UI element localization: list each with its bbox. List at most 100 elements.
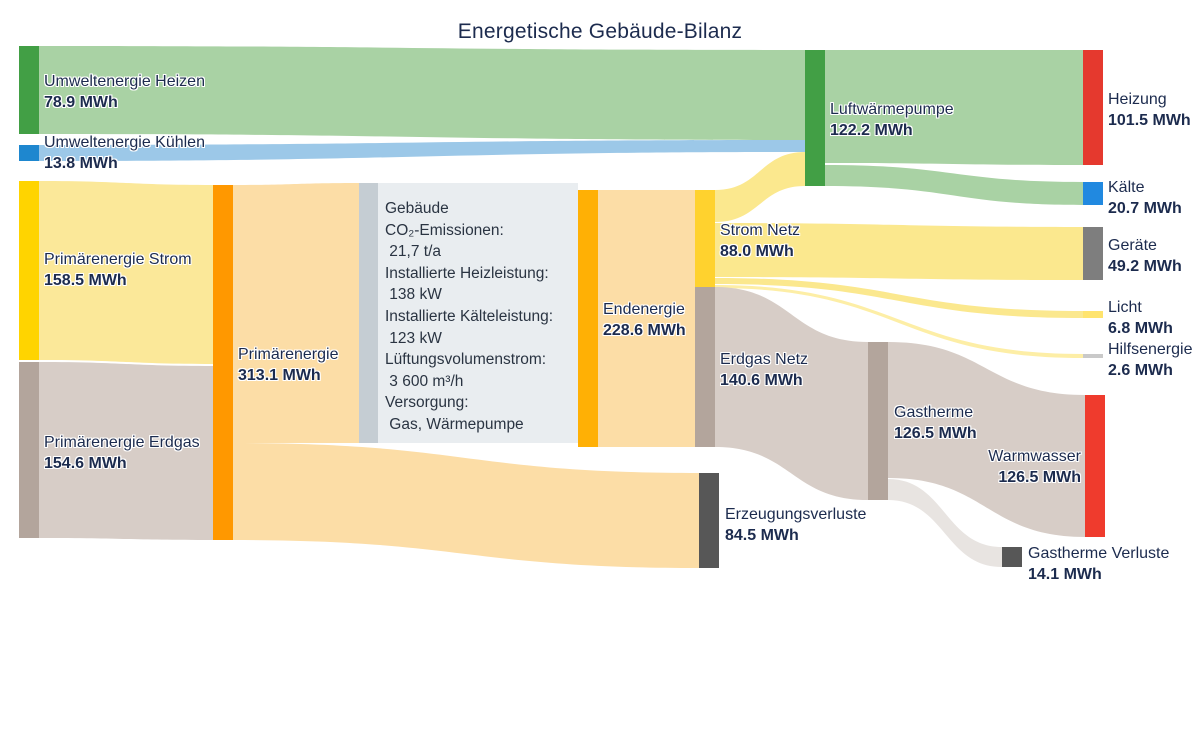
flow-strom-netz-to-luftwaermepumpe — [715, 152, 805, 222]
flow-endenergie-to-strom-netz — [598, 190, 695, 287]
node-kaelte — [1083, 182, 1103, 205]
label-erdgas-netz: Erdgas Netz 140.6 MWh — [720, 349, 808, 391]
label-gastherme: Gastherme 126.5 MWh — [894, 402, 977, 444]
label-value: 20.7 MWh — [1108, 200, 1182, 217]
label-text: Gastherme — [894, 404, 974, 421]
label-text: Kälte — [1108, 179, 1145, 196]
label-umweltenergie-heizen: Umweltenergie Heizen 78.9 MWh — [44, 71, 205, 113]
label-licht: Licht 6.8 MWh — [1108, 297, 1173, 339]
label-text: Warmwasser — [988, 448, 1081, 465]
node-licht — [1083, 311, 1103, 318]
label-value: 158.5 MWh — [44, 272, 127, 289]
label-text: Licht — [1108, 299, 1142, 316]
label-text: Erdgas Netz — [720, 351, 809, 368]
label-hilfsenergie: Hilfsenergie 2.6 MWh — [1108, 339, 1192, 381]
label-value: 126.5 MWh — [998, 469, 1081, 486]
info-line: Installierte Kälteleistung: — [385, 307, 554, 325]
info-line: Lüftungsvolumenstrom: — [385, 351, 547, 369]
label-value: 101.5 MWh — [1108, 112, 1191, 129]
node-warmwasser — [1085, 395, 1105, 537]
node-geraete — [1083, 227, 1103, 280]
label-text: Geräte — [1108, 237, 1157, 254]
node-endenergie — [578, 190, 598, 447]
label-endenergie: Endenergie 228.6 MWh — [603, 299, 686, 341]
flow-strom-netz-to-hilfsenergie — [715, 285, 1083, 358]
label-value: 122.2 MWh — [830, 122, 913, 139]
info-line: Gebäude — [385, 200, 449, 217]
flow-luftwaermepumpe-to-kaelte — [825, 165, 1083, 205]
node-gastherme-verluste — [1002, 547, 1022, 567]
label-value: 313.1 MWh — [238, 367, 321, 384]
node-luftwaermepumpe — [805, 50, 825, 186]
node-primaerenergie — [213, 185, 233, 540]
label-text: Primärenergie — [238, 346, 339, 363]
flow-strom-netz-to-geraete — [715, 223, 1083, 280]
label-value: 140.6 MWh — [720, 372, 803, 389]
label-value: 154.6 MWh — [44, 455, 127, 472]
label-primaerenergie-strom: Primärenergie Strom 158.5 MWh — [44, 249, 192, 291]
flow-luftwaermepumpe-to-heizung — [825, 50, 1083, 165]
flow-strom-netz-to-licht — [715, 278, 1083, 318]
label-primaerenergie: Primärenergie 313.1 MWh — [238, 344, 338, 386]
flow-gastherme-to-warmwasser — [888, 342, 1085, 537]
label-primaerenergie-erdgas: Primärenergie Erdgas 154.6 MWh — [44, 432, 200, 474]
label-text: Primärenergie Strom — [44, 251, 192, 268]
flow-primaerenergie-to-gebaeude — [233, 183, 359, 443]
label-value: 49.2 MWh — [1108, 258, 1182, 275]
node-hilfsenergie — [1083, 354, 1103, 358]
label-value: 2.6 MWh — [1108, 362, 1173, 379]
label-text: Primärenergie Erdgas — [44, 434, 200, 451]
chart-title: Energetische Gebäude-Bilanz — [457, 20, 743, 43]
label-warmwasser: Warmwasser 126.5 MWh — [988, 446, 1081, 488]
label-value: 126.5 MWh — [894, 425, 977, 442]
node-umweltenergie-kuehlen — [19, 145, 39, 161]
info-line: Installierte Heizleistung: — [385, 264, 549, 282]
node-heizung — [1083, 50, 1103, 165]
label-kaelte: Kälte 20.7 MWh — [1108, 177, 1182, 219]
label-text: Umweltenergie Kühlen — [44, 134, 205, 151]
label-text: Luftwärmepumpe — [830, 101, 954, 118]
label-text: Hilfsenergie — [1108, 341, 1193, 358]
info-line: 21,7 t/a — [385, 243, 442, 261]
node-erdgas-netz — [695, 287, 715, 447]
info-line: 3 600 m³/h — [385, 372, 464, 390]
label-text: Gastherme Verluste — [1028, 545, 1170, 562]
node-gebaeude — [359, 183, 379, 443]
flow-primaerenergie-erdgas-to-primaerenergie — [39, 362, 213, 540]
label-value: 84.5 MWh — [725, 527, 799, 544]
flow-primaerenergie-to-erzeugungsverluste — [233, 443, 699, 568]
info-line: Versorgung: — [385, 394, 469, 412]
label-strom-netz: Strom Netz 88.0 MWh — [720, 220, 800, 262]
node-umweltenergie-heizen — [19, 46, 39, 134]
label-text: Strom Netz — [720, 222, 801, 239]
node-gastherme — [868, 342, 888, 500]
label-value: 78.9 MWh — [44, 94, 118, 111]
node-strom-netz — [695, 190, 715, 287]
flow-umweltenergie-kuehlen-to-luftwaermepumpe — [39, 140, 805, 161]
label-value: 88.0 MWh — [720, 243, 794, 260]
info-line: CO₂-Emissionen: — [385, 221, 504, 239]
info-line: 138 kW — [385, 286, 442, 304]
label-text: Endenergie — [603, 301, 685, 318]
node-primaerenergie-erdgas — [19, 362, 39, 538]
label-value: 14.1 MWh — [1028, 566, 1102, 583]
label-value: 228.6 MWh — [603, 322, 686, 339]
flow-erdgas-netz-to-gastherme — [715, 287, 868, 500]
node-primaerenergie-strom — [19, 181, 39, 360]
label-heizung: Heizung 101.5 MWh — [1108, 89, 1191, 131]
label-luftwaermepumpe: Luftwärmepumpe 122.2 MWh — [830, 99, 954, 141]
label-text: Umweltenergie Heizen — [44, 73, 205, 90]
node-erzeugungsverluste — [699, 473, 719, 568]
info-line: 123 kW — [385, 329, 442, 347]
flow-primaerenergie-strom-to-primaerenergie — [39, 181, 213, 364]
label-gastherme-verluste: Gastherme Verluste 14.1 MWh — [1028, 543, 1169, 585]
label-text: Heizung — [1108, 91, 1167, 108]
label-value: 6.8 MWh — [1108, 320, 1173, 337]
flow-endenergie-to-erdgas-netz — [598, 287, 695, 447]
label-geraete: Geräte 49.2 MWh — [1108, 235, 1182, 277]
